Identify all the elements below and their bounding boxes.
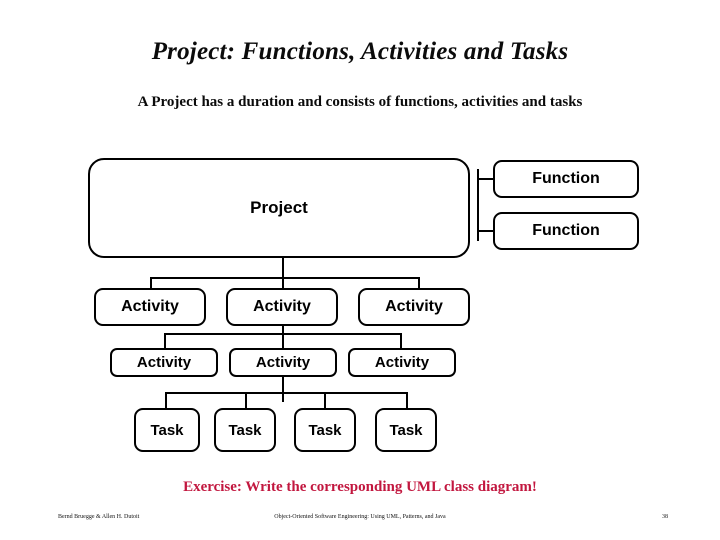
node-activity-row1-2[interactable]: Activity (226, 288, 338, 326)
footer-book-title: Object-Oriented Software Engineering: Us… (274, 514, 446, 520)
node-function-1[interactable]: Function (493, 160, 639, 198)
connector-activity2-1-stub (164, 333, 166, 348)
connector-activities1-bus (150, 277, 420, 279)
footer-authors: Bernd Bruegge & Allen H. Dutoit (58, 514, 140, 520)
connector-task-4-stub (406, 392, 408, 408)
slide-footer: Bernd Bruegge & Allen H. Dutoit Object-O… (0, 514, 720, 528)
connector-project-functions-spine (477, 169, 479, 241)
connector-activity1-3-stub (418, 277, 420, 289)
slide-subtitle: A Project has a duration and consists of… (137, 94, 583, 110)
node-activity-row1-1[interactable]: Activity (94, 288, 206, 326)
connector-tasks-bus (165, 392, 408, 394)
connector-activity1-1-stub (150, 277, 152, 289)
connector-task-3-stub (324, 392, 326, 408)
node-project[interactable]: Project (88, 158, 470, 258)
node-activity-row1-3[interactable]: Activity (358, 288, 470, 326)
node-activity-row2-3[interactable]: Activity (348, 348, 456, 377)
connector-activity2-3-stub (400, 333, 402, 348)
node-task-3[interactable]: Task (294, 408, 356, 452)
connector-project-drop (282, 257, 284, 279)
connector-activity2-drop (282, 376, 284, 402)
connector-function-2-stub (477, 230, 495, 232)
node-task-2[interactable]: Task (214, 408, 276, 452)
node-task-4[interactable]: Task (375, 408, 437, 452)
footer-page-number: 38 (662, 514, 668, 520)
connector-task-1-stub (165, 392, 167, 408)
exercise-instruction: Exercise: Write the corresponding UML cl… (183, 479, 537, 495)
connector-task-2-stub (245, 392, 247, 408)
connector-activity2-2-stub (282, 333, 284, 348)
node-activity-row2-1[interactable]: Activity (110, 348, 218, 377)
connector-activity1-2-stub (282, 277, 284, 289)
node-function-2[interactable]: Function (493, 212, 639, 250)
connector-function-1-stub (477, 178, 495, 180)
page-title: Project: Functions, Activities and Tasks (151, 38, 569, 65)
node-activity-row2-2[interactable]: Activity (229, 348, 337, 377)
node-task-1[interactable]: Task (134, 408, 200, 452)
